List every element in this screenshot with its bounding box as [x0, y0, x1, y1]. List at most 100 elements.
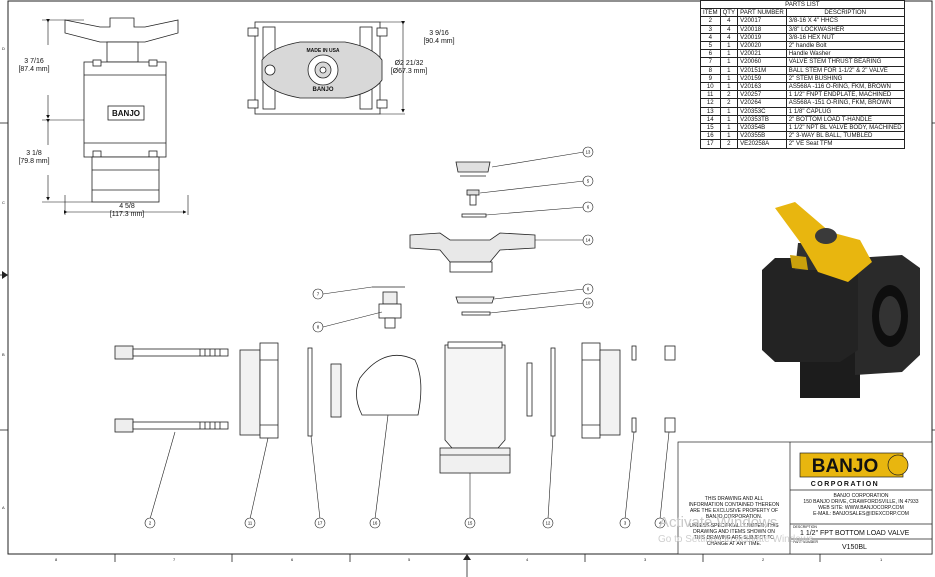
parts-cell-qty: 1 [719, 114, 739, 125]
callout-item: 10 [582, 297, 594, 309]
watermark-line2: Go to Settings to activate Windows. [658, 534, 816, 545]
parts-cell-qty: 4 [719, 24, 739, 34]
svg-text:10: 10 [586, 301, 591, 306]
drawing-description: 1 1/2" FPT BOTTOM LOAD VALVE [800, 530, 910, 537]
svg-text:3: 3 [624, 521, 627, 526]
callout-item: 15 [464, 517, 476, 529]
callout-item: 5 [582, 175, 594, 187]
parts-cell-part-number: V20353C [737, 106, 787, 116]
banjo-logo-sub: CORPORATION [811, 481, 879, 488]
parts-cell-description: 1 1/8" CAPLUG [785, 106, 905, 116]
callout-item: 6 [582, 283, 594, 295]
description-label: DESCRIPTION [793, 525, 817, 529]
svg-text:2: 2 [149, 521, 152, 526]
parts-cell-qty: 1 [719, 65, 739, 75]
svg-text:6: 6 [587, 287, 590, 292]
callout-item: 7 [312, 288, 324, 300]
zone-label: 7 [173, 557, 176, 562]
callout-item: 12 [542, 517, 554, 529]
parts-cell-description: 3/8-16 HEX NUT [785, 32, 905, 43]
callout-item: 13 [582, 146, 594, 158]
parts-header-item: ITEM [700, 8, 721, 18]
svg-text:17: 17 [318, 521, 323, 526]
svg-text:14: 14 [586, 238, 591, 243]
valve-iso-render [762, 202, 920, 398]
parts-header-qty: QTY [719, 8, 739, 18]
parts-cell-description: 1 1/2" FNPT ENDPLATE, MACHINED [785, 90, 905, 100]
banjo-logo: BANJO [812, 456, 879, 477]
dim-height-top: 3 7/16 [87.4 mm] [18, 58, 50, 73]
callout-item: 11 [244, 517, 256, 529]
parts-cell-qty: 2 [719, 90, 739, 100]
zone-label: 5 [408, 557, 411, 562]
callout-item: 14 [582, 234, 594, 246]
svg-text:7: 7 [317, 292, 320, 297]
svg-text:11: 11 [248, 521, 253, 526]
parts-cell-item: 14 [700, 114, 721, 125]
zone-label: 6 [291, 557, 294, 562]
top-view [247, 21, 388, 115]
svg-text:4: 4 [659, 521, 662, 526]
dim-height-bottom: 3 1/8 [79.8 mm] [18, 150, 50, 165]
callout-item: 2 [144, 517, 156, 529]
svg-text:16: 16 [373, 521, 378, 526]
made-in-usa-mark: MADE IN USA [306, 48, 339, 54]
zone-label: B [2, 352, 5, 357]
top-dim-lines [380, 21, 405, 115]
parts-cell-item: 16 [700, 131, 721, 141]
parts-cell-description: 3/8-16 X 4" HHCS [785, 16, 905, 26]
dim-handle-height: 3 9/16 [90.4 mm] [423, 30, 455, 45]
svg-text:12: 12 [546, 521, 551, 526]
drawing-part-number: V150BL [842, 544, 867, 551]
parts-cell-item: 10 [700, 82, 721, 92]
parts-cell-item: 4 [700, 32, 721, 43]
svg-text:6: 6 [587, 205, 590, 210]
top-view-logo: BANJO [312, 87, 333, 93]
parts-cell-qty: 1 [719, 131, 739, 141]
parts-cell-description: 2" handle Bolt [785, 41, 905, 51]
svg-text:5: 5 [587, 179, 590, 184]
parts-cell-part-number: V20257 [737, 90, 787, 100]
front-view: BANJO [64, 17, 179, 203]
leader-lines [149, 151, 670, 520]
parts-cell-part-number: V20353TB [737, 114, 787, 125]
parts-cell-qty: 4 [719, 16, 739, 26]
parts-cell-part-number: V20017 [737, 16, 787, 26]
parts-cell-description: VALVE STEM THRUST BEARING [785, 57, 905, 67]
svg-text:13: 13 [586, 150, 591, 155]
svg-text:8: 8 [317, 325, 320, 330]
parts-cell-item: 2 [700, 16, 721, 26]
callout-item: 3 [619, 517, 631, 529]
parts-cell-qty: 2 [719, 98, 739, 108]
company-info: BANJO CORPORATION 150 BANJO DRIVE, CRAWF… [803, 493, 919, 517]
parts-cell-item: 8 [700, 65, 721, 75]
zone-label: 3 [644, 557, 647, 562]
property-notice: THIS DRAWING AND ALL INFORMATION CONTAIN… [688, 496, 780, 547]
part-number-label: PART NUMBER [793, 540, 819, 544]
zone-label: C [2, 200, 5, 205]
parts-cell-item: 6 [700, 49, 721, 59]
parts-cell-part-number: V20020 [737, 41, 787, 51]
parts-cell-item: 17 [700, 139, 721, 149]
parts-cell-part-number: V20060 [737, 57, 787, 67]
parts-list: PARTS LIST ITEM QTY PART NUMBER DESCRIPT… [700, 0, 905, 149]
parts-cell-part-number: V20019 [737, 32, 787, 43]
parts-cell-item: 12 [700, 98, 721, 108]
parts-cell-part-number: V20163 [737, 82, 787, 92]
callout-item: 8 [312, 321, 324, 333]
zone-label: 8 [55, 557, 58, 562]
zone-label: 2 [762, 557, 765, 562]
parts-cell-description: 2" BOTTOM LOAD T-HANDLE [785, 114, 905, 125]
callout-item: 4 [654, 517, 666, 529]
